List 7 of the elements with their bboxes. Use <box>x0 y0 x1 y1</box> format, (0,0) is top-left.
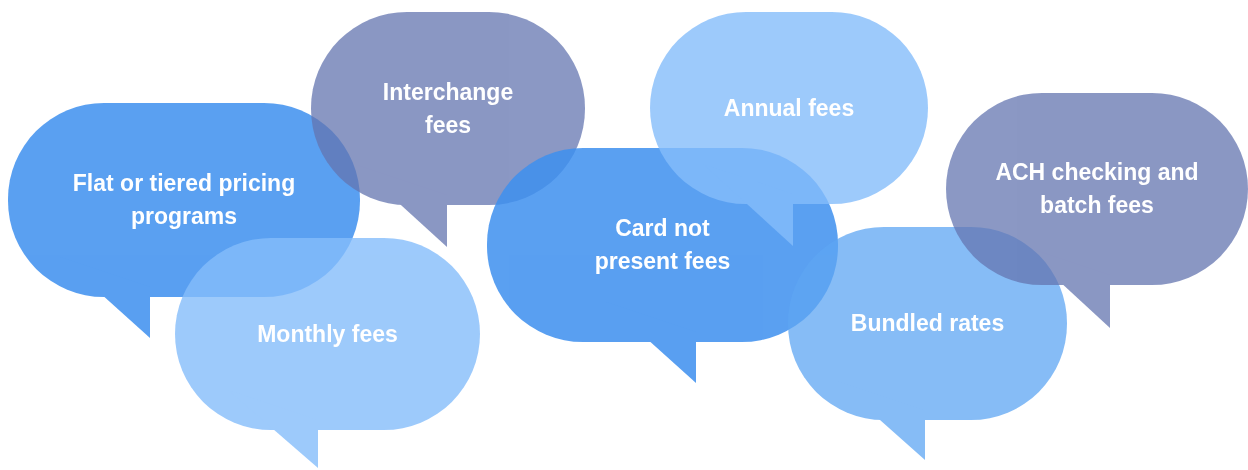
bubble-text: Interchange fees <box>381 77 515 140</box>
bubble-text: Card not present fees <box>593 214 732 276</box>
bubble-text: Bundled rates <box>849 309 1006 338</box>
bubble-text: Monthly fees <box>256 319 399 349</box>
bubble-text: ACH checking and batch fees <box>994 158 1200 220</box>
bubble-text: Annual fees <box>722 93 856 123</box>
bubble-text: Flat or tiered pricing programs <box>71 169 297 231</box>
